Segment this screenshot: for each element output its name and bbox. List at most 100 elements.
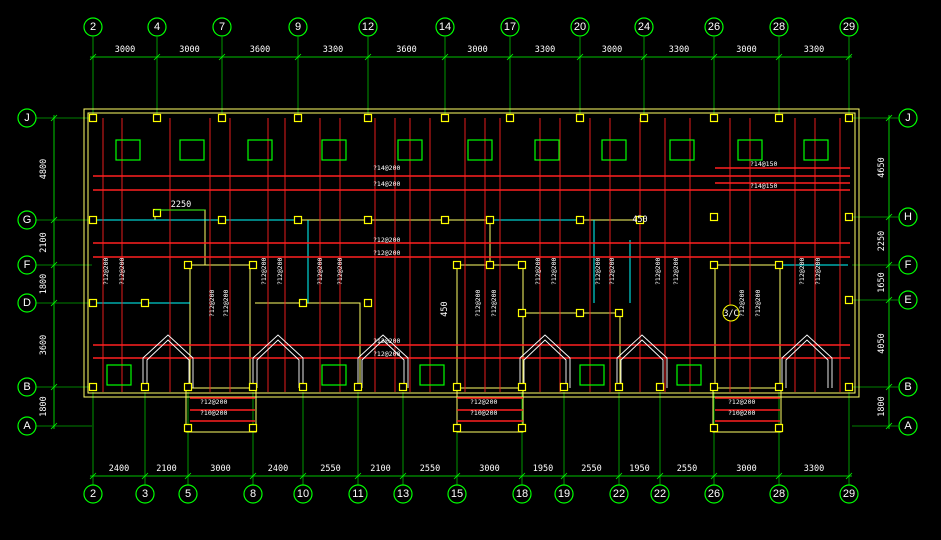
roof-outline-inner <box>620 339 664 388</box>
structural-column <box>353 382 363 392</box>
top-axis-bubble: 29 <box>843 21 855 33</box>
right-dim-tick <box>885 213 893 221</box>
structural-column <box>298 382 308 392</box>
structural-column <box>639 113 649 123</box>
structural-column <box>217 113 227 123</box>
right-axis-bubble: F <box>905 259 912 271</box>
rebar-note-b4: ?10@200 <box>470 409 497 417</box>
rebar-note-b2: ?10@200 <box>200 409 227 417</box>
top-axis-bubble: 24 <box>638 21 650 33</box>
top-dim-tick <box>506 53 514 61</box>
top-axis-bubble-circle <box>212 17 232 37</box>
top-axis-bubble-circle <box>769 17 789 37</box>
structural-column <box>844 295 854 305</box>
right-dim-label: 1800 <box>877 396 887 416</box>
rebar-note-b3: ?12@200 <box>470 398 497 406</box>
inner-wall-11 <box>523 312 621 388</box>
structural-column <box>614 308 624 318</box>
bottom-axis-bubble-circle <box>554 484 574 504</box>
bottom-dim-label: 1950 <box>629 464 649 474</box>
roof-outlines <box>142 334 833 388</box>
top-dim-tick <box>775 53 783 61</box>
structural-column <box>575 113 585 123</box>
top-dim-tick <box>640 53 648 61</box>
rebar-note-h3: ?14@150 <box>750 160 777 168</box>
left-dim-label: 1800 <box>39 274 49 294</box>
bottom-axis-bubble: 3 <box>142 488 148 500</box>
right-dim-tick <box>885 261 893 269</box>
structural-column <box>217 215 227 225</box>
structural-column <box>774 423 784 433</box>
structural-column <box>88 382 98 392</box>
top-axis-bubble: 9 <box>295 21 301 33</box>
top-dim-label: 3600 <box>396 45 416 55</box>
rebar-note-h7: ?12@200 <box>373 337 400 345</box>
structural-column <box>298 298 308 308</box>
structural-column <box>183 260 193 270</box>
inner-wall-10 <box>255 302 361 388</box>
bottom-dim-label: 2100 <box>156 464 176 474</box>
roof-outline-inner <box>361 339 405 388</box>
bottom-dim-tick <box>710 472 718 480</box>
structural-column <box>559 382 569 392</box>
right-axis-bubble: J <box>905 112 911 124</box>
vertical-rebar-notes: ?12@200?12@200?12@200?12@200?12@200?12@2… <box>102 258 822 317</box>
structural-column <box>709 260 719 270</box>
right-axis-bubble-circle <box>898 290 918 310</box>
bottom-axis-bubble-circle <box>650 484 670 504</box>
left-axis-bubble: F <box>24 259 31 271</box>
bottom-axis-bubble: 5 <box>185 488 191 500</box>
bottom-dim-tick <box>399 472 407 480</box>
left-dim-tick <box>50 216 58 224</box>
left-axis-bubble: G <box>23 214 32 226</box>
bottom-dim-label: 3000 <box>479 464 499 474</box>
right-dim-label: 1650 <box>877 272 887 292</box>
top-dim-tick <box>218 53 226 61</box>
left-dim-tick <box>50 383 58 391</box>
bottom-dim-tick <box>775 472 783 480</box>
right-dim-label: 2250 <box>877 231 887 251</box>
rebar-note-vertical: ?12@200 <box>654 258 662 285</box>
structural-column <box>293 113 303 123</box>
bottom-axis-bubble: 13 <box>397 488 409 500</box>
window-opening <box>106 364 132 386</box>
structural-column <box>844 382 854 392</box>
bottom-dim-label: 2400 <box>268 464 288 474</box>
rebar-note-b1: ?12@200 <box>200 398 227 406</box>
structural-column <box>517 423 527 433</box>
grid-axis-lines <box>36 37 898 485</box>
top-dim-label: 3000 <box>736 45 756 55</box>
bottom-axis-bubble-circle <box>393 484 413 504</box>
top-axis-bubble-circle <box>634 17 654 37</box>
rebar-note-vertical: ?12@200 <box>814 258 822 285</box>
structural-column <box>517 308 527 318</box>
rebar-note-h1: ?14@200 <box>373 164 400 172</box>
dim-450-b: 450 <box>632 215 647 225</box>
bottom-axis-bubble-circle <box>704 484 724 504</box>
rebar-note-vertical: ?12@200 <box>474 290 482 317</box>
bottom-dim-label: 2400 <box>109 464 129 474</box>
structural-column <box>709 382 719 392</box>
top-dim-tick <box>441 53 449 61</box>
bottom-axis-bubble-circle <box>135 484 155 504</box>
structural-column <box>88 298 98 308</box>
rebar-note-b5: ?12@200 <box>728 398 755 406</box>
structural-column <box>844 212 854 222</box>
structural-column <box>293 215 303 225</box>
bottom-axis-bubble: 22 <box>613 488 625 500</box>
bottom-axis-bubble: 22 <box>654 488 666 500</box>
structural-column <box>452 382 462 392</box>
rebar-note-h5: ?12@200 <box>373 236 400 244</box>
left-dim-tick <box>50 299 58 307</box>
top-axis-bubble: 2 <box>90 21 96 33</box>
right-dim-label: 4050 <box>877 333 887 353</box>
top-dim-label: 3300 <box>535 45 555 55</box>
rebar-note-h6: ?12@200 <box>373 249 400 257</box>
structural-column <box>844 113 854 123</box>
bottom-dim-label: 3000 <box>210 464 230 474</box>
structural-column <box>517 260 527 270</box>
bottom-axis-bubble: 15 <box>451 488 463 500</box>
top-axis-bubble-circle <box>839 17 859 37</box>
bottom-dim-tick <box>299 472 307 480</box>
right-dim-tick <box>885 114 893 122</box>
